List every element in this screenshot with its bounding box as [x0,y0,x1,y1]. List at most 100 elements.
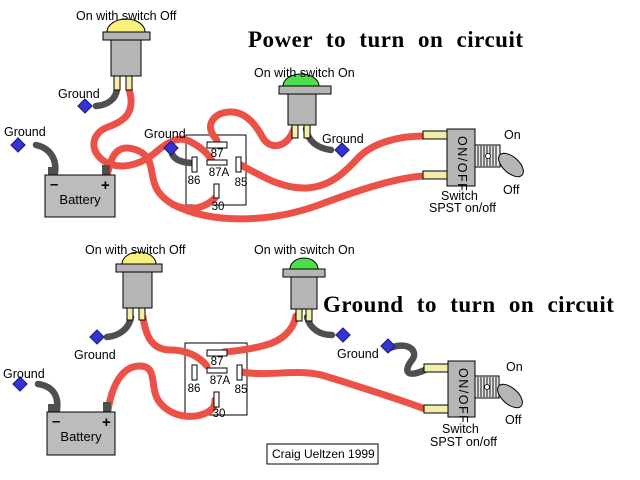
green-lamp-dome [282,73,320,87]
battery-label: Battery [59,192,101,207]
battery-minus-sign: – [52,413,60,430]
wire-battery-pos-to-30 [104,144,219,212]
ground-label: Ground [74,348,116,362]
switch-name-label: Switch [441,189,478,203]
battery-terminal-neg [48,404,56,413]
lamp-flange [278,85,332,95]
switch-terminal [423,404,450,414]
relay-label-30: 30 [213,408,226,420]
relay-label-87: 87 [211,148,224,160]
green-lamp [282,257,326,322]
relay-pin-85 [236,364,243,381]
ground-label: Ground [322,132,364,146]
switch-terminal [422,170,449,180]
wire-yellow-lamp-to-87a [139,313,211,370]
yellow-lamp [102,18,151,91]
battery-label: Battery [60,429,102,444]
yellow-lamp-dome [106,18,146,33]
relay-label-86: 86 [188,175,201,187]
ground-label: Ground [3,367,45,381]
toggle-switch: ON/OFF [423,360,523,424]
top-circuit: 87 87A 86 85 30 [4,9,524,223]
switch-pivot [484,384,490,390]
ground-connector [334,142,350,158]
green-lamp-caption: On with switch On [254,66,355,80]
battery-minus-sign: – [50,176,58,193]
relay-label-30: 30 [212,201,225,213]
relay-pin-86 [191,156,198,173]
wire-85-to-switch [238,368,429,413]
switch-lever [498,152,524,178]
switch-onoff-text: ON/OFF [456,368,470,424]
lamp-body [287,91,317,126]
switch-on-label: On [506,360,523,374]
ground-label: Ground [58,87,100,101]
battery-terminal-pos [103,402,111,413]
ground-label: Ground [337,347,379,361]
bottom-circuit: 87 87A 86 85 30 [3,243,614,456]
battery-body [46,411,116,456]
relay-label-87a: 87A [210,375,231,387]
relay-pin-87 [206,141,228,149]
green-lamp-caption: On with switch On [254,243,355,257]
switch-pivot [485,153,491,159]
switch-off-label: Off [505,413,522,427]
wire-battery-pos-to-30 [104,362,219,420]
switch-name-label: Switch [442,422,479,436]
switch-off-label: Off [503,183,520,197]
ground-connector [380,338,396,354]
relay-label-87a: 87A [209,167,230,179]
switch-onoff-text: ON/OFF [455,136,469,192]
yellow-lamp-caption: On with switch Off [76,9,177,23]
lamp-pin [295,307,303,322]
battery-terminal-neg [48,167,56,176]
battery: – + Battery [46,402,116,456]
relay-pin-85 [235,156,242,173]
relay-pin-87a [206,159,228,166]
ground-connector [163,140,179,156]
bottom-title: Ground to turn on circuit [323,292,614,317]
ground-connector [10,137,26,153]
switch-terminal [423,363,450,373]
wire-yellow-lamp-to-ground [92,85,121,110]
relay-label-85: 85 [235,384,248,396]
ground-connector [12,376,28,392]
relay-label-87: 87 [211,356,224,368]
switch-lever [497,383,523,409]
wire-green-lamp-to-87 [207,108,298,150]
wire-yellow-lamp-to-87a [90,85,216,170]
switch-type-label: SPST on/off [430,435,497,449]
wire-green-lamp-to-87 [220,312,300,356]
lamp-flange [102,31,151,41]
switch-terminal [422,130,449,140]
yellow-lamp [115,251,163,321]
relay-pins: 87 87A 86 85 30 [188,349,248,420]
credit-text: Craig Ueltzen 1999 [272,447,375,461]
relay-pin-30 [213,391,220,408]
credit: Craig Ueltzen 1999 [266,443,379,465]
switch-body [446,128,476,187]
yellow-lamp-caption: On with switch Off [85,243,186,257]
ground-label: Ground [4,125,46,139]
switch-type-label: SPST on/off [429,201,496,215]
credit-box [266,443,379,465]
switch-on-label: On [504,128,521,142]
green-lamp-dome [289,257,319,270]
relay-pin-30 [213,183,220,199]
relay-pin-86 [191,364,198,381]
lamp-flange [115,263,163,273]
battery-body [44,174,116,218]
ground-label: Ground [144,127,186,141]
green-lamp [278,73,332,139]
ground-connector [335,327,351,343]
lamp-flange [282,268,326,278]
wire-battery-neg-to-ground [34,380,61,414]
battery-plus-sign: + [101,177,110,194]
lamp-pin [305,307,313,322]
top-title: Power to turn on circuit [248,27,524,52]
wire-85-to-switch [237,132,428,192]
lamp-body [290,275,318,310]
relay-label-85: 85 [235,177,248,189]
wire-battery-pos-to-switch [168,172,428,223]
